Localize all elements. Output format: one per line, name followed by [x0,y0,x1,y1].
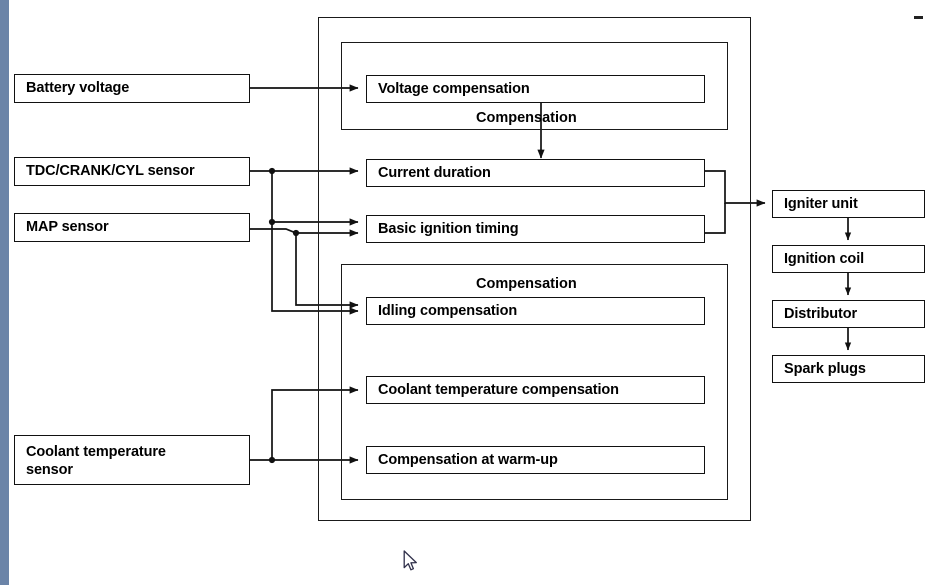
ecu-label-compensation-at-warm-up: Compensation at warm-up [378,451,558,468]
ecu-block-coolant-temperature-compensation[interactable]: Coolant temperature compensation [366,376,705,404]
input-box-tdc-crank-cyl-sensor[interactable]: TDC/CRANK/CYL sensor [14,157,250,186]
junction-dots [268,167,300,464]
input-box-map-sensor[interactable]: MAP sensor [14,213,250,242]
ecu-label-basic-ignition-timing: Basic ignition timing [378,220,519,237]
wire-basic-timing-to-merge [705,203,726,234]
ecu-block-voltage-compensation[interactable]: Voltage compensation [366,75,705,103]
ecu-label-voltage-compensation: Voltage compensation [378,80,530,97]
scan-tick-mark [914,16,923,19]
output-label-spark-plugs: Spark plugs [784,360,866,377]
wire-map-to-idling [295,233,359,309]
ecu-label-coolant-temperature-compensation: Coolant temperature compensation [378,381,619,398]
junction-dot-tdc-lower [268,218,276,226]
ecu-label-idling-compensation: Idling compensation [378,302,518,319]
ecu-enclosure [318,17,751,521]
input-label-map-sensor: MAP sensor [26,219,109,236]
wire-tdc-to-idling [271,222,359,315]
ecu-block-basic-ignition-timing[interactable]: Basic ignition timing [366,215,705,243]
junction-dot-tdc [268,167,276,175]
input-label-coolant-temperature-sensor: Coolant temperature sensor [26,444,166,479]
input-label-tdc-crank-cyl-sensor: TDC/CRANK/CYL sensor [26,163,195,180]
output-label-ignition-coil: Ignition coil [784,250,865,267]
compensation-group-top [341,42,728,130]
left-edge-strip-highlight [9,0,11,585]
ecu-block-compensation-at-warm-up[interactable]: Compensation at warm-up [366,446,705,474]
output-box-ignition-coil[interactable]: Ignition coil [772,245,925,273]
compensation-group-bottom-label: Compensation [476,276,577,292]
junction-dot-map [292,229,300,237]
ecu-block-idling-compensation[interactable]: Idling compensation [366,297,705,325]
input-box-coolant-temperature-sensor[interactable]: Coolant temperature sensor [14,435,250,485]
ecu-block-current-duration[interactable]: Current duration [366,159,705,187]
output-label-igniter-unit: Igniter unit [784,195,858,212]
input-label-battery-voltage: Battery voltage [26,80,130,97]
output-box-distributor[interactable]: Distributor [772,300,925,328]
junction-dot-coolant [268,456,276,464]
left-edge-strip [0,0,9,585]
wire-current-duration-to-igniter [705,170,766,207]
output-box-spark-plugs[interactable]: Spark plugs [772,355,925,383]
output-box-igniter-unit[interactable]: Igniter unit [772,190,925,218]
ecu-label-current-duration: Current duration [378,164,491,181]
wire-coolant-to-coolant-comp [271,386,359,460]
compensation-group-bottom [341,264,728,500]
input-box-battery-voltage[interactable]: Battery voltage [14,74,250,103]
wire-map-to-basic-timing [250,228,359,237]
output-label-distributor: Distributor [784,305,858,322]
compensation-group-top-label: Compensation [476,110,577,126]
